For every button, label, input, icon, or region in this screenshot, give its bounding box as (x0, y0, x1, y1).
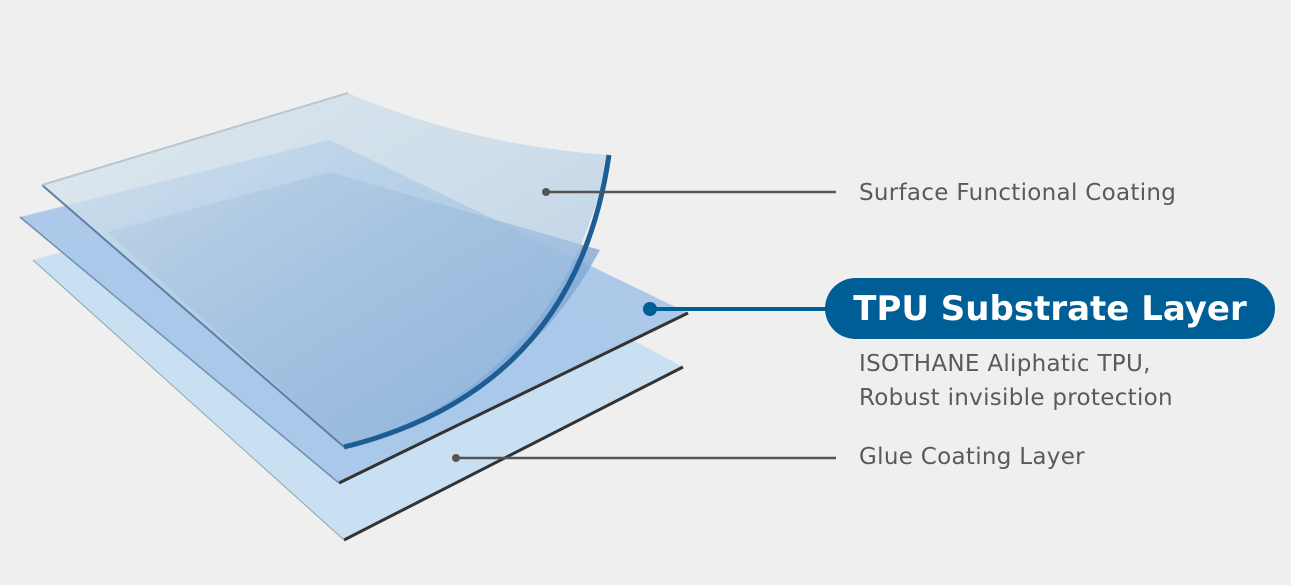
surface-leader (542, 188, 836, 196)
surface-coating-label: Surface Functional Coating (859, 180, 1177, 206)
surface-coating-sheet (41, 92, 612, 450)
tpu-description-line2: Robust invisible protection (859, 385, 1173, 411)
glue-leader (452, 454, 836, 462)
tpu-substrate-badge: TPU Substrate Layer (825, 278, 1275, 339)
tpu-description-line1: ISOTHANE Aliphatic TPU, (859, 351, 1151, 377)
tpu-leader (643, 302, 830, 316)
glue-coating-label: Glue Coating Layer (859, 444, 1085, 470)
